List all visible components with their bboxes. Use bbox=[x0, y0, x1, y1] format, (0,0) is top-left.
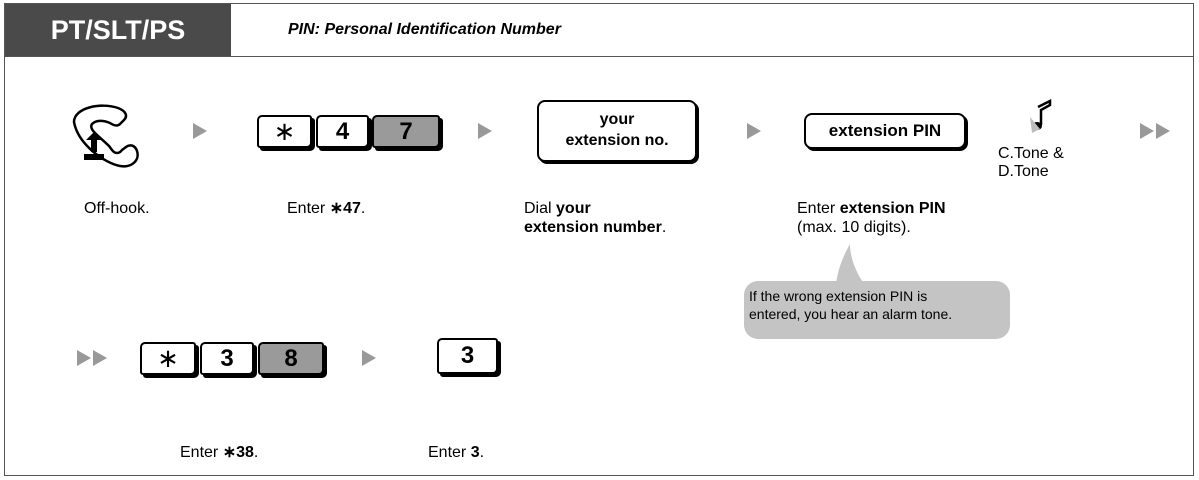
arrow-right-icon bbox=[747, 123, 761, 139]
offhook-label: Off-hook. bbox=[84, 200, 150, 217]
enter-3-label: Enter 3. bbox=[428, 444, 485, 461]
key-star: ∗ bbox=[140, 342, 196, 375]
tone-label: C.Tone & D.Tone bbox=[998, 145, 1064, 180]
key-8: 8 bbox=[258, 342, 324, 375]
dial-extension-label: Dial your extension number. bbox=[524, 200, 667, 236]
arrow-right-icon bbox=[193, 123, 207, 139]
double-arrow-icon bbox=[1140, 123, 1154, 139]
header-subtitle: PIN: Personal Identification Number bbox=[288, 21, 561, 38]
key-3: 3 bbox=[200, 342, 254, 375]
arrow-right-icon bbox=[362, 350, 376, 366]
enter-47-label: Enter ∗47. bbox=[287, 200, 366, 217]
arrow-right-icon bbox=[478, 123, 492, 139]
diagram-frame: PT/SLT/PS PIN: Personal Identification N… bbox=[4, 3, 1194, 476]
key-4: 4 bbox=[316, 115, 369, 148]
music-note-icon bbox=[1030, 99, 1052, 133]
callout-tail bbox=[836, 244, 864, 284]
handset-offhook-icon bbox=[72, 104, 139, 168]
double-arrow-icon bbox=[1156, 123, 1170, 139]
wrong-pin-callout: If the wrong extension PIN is entered, y… bbox=[744, 281, 1010, 339]
enter-38-label: Enter ∗38. bbox=[180, 444, 259, 461]
key-3-single: 3 bbox=[437, 338, 498, 374]
key-7: 7 bbox=[372, 115, 440, 148]
double-arrow-icon bbox=[77, 350, 91, 366]
double-arrow-icon bbox=[93, 350, 107, 366]
header-tab: PT/SLT/PS bbox=[5, 4, 231, 56]
header-divider bbox=[5, 56, 1193, 57]
key-star: ∗ bbox=[257, 115, 312, 148]
enter-pin-label: Enter extension PIN (max. 10 digits). bbox=[797, 200, 946, 236]
extension-pin-box: extension PIN bbox=[804, 113, 966, 149]
your-extension-box: your extension no. bbox=[537, 100, 697, 162]
